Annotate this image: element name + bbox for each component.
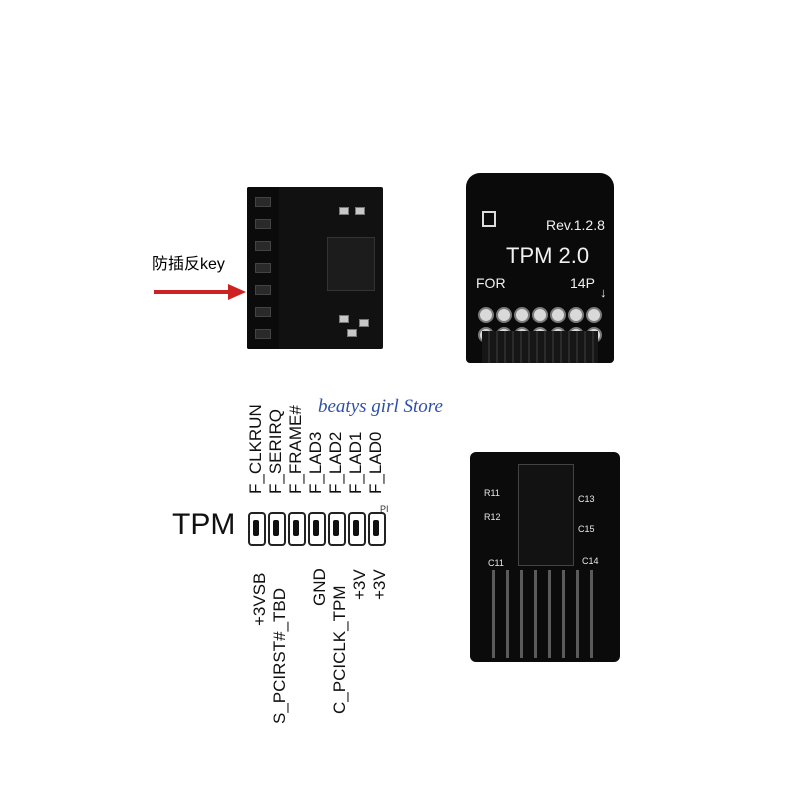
- component-label: R12: [484, 512, 501, 522]
- pin-header-cell: [248, 512, 266, 546]
- signal-label-top: F_CLKRUN: [246, 404, 265, 494]
- module-title: TPM 2.0: [506, 243, 590, 268]
- pin-pad: [550, 307, 566, 323]
- component-label: C11: [488, 558, 504, 568]
- header-pins: [482, 331, 598, 363]
- pin-count-label: 14P: [570, 275, 595, 291]
- pin-pad: [568, 307, 584, 323]
- signal-label-bottom: +3V: [370, 569, 389, 600]
- pin1-arrow-icon: ↓: [600, 285, 607, 300]
- pin-hole: [293, 520, 299, 536]
- signal-label-top: F_FRAME#: [286, 405, 305, 494]
- signal-label-bottom: C_PCICLK_TPM: [330, 585, 349, 714]
- signal-label-bottom: GND: [310, 568, 329, 606]
- header-slot: [255, 219, 271, 229]
- tpm-module-back-photo: R11 R12 C11 C13 C15 C14: [470, 452, 620, 662]
- pin-pad: [478, 307, 494, 323]
- pin1-marker: PI: [380, 504, 389, 514]
- pin-pad: [532, 307, 548, 323]
- pin-header-cell: [348, 512, 366, 546]
- signal-label-bottom: S_PCIRST#_TBD: [270, 587, 289, 724]
- smd-component: [359, 319, 369, 327]
- signal-label-bottom: +3V: [350, 569, 369, 600]
- pcb-trace: [562, 570, 565, 658]
- pin-hole: [253, 520, 259, 536]
- store-watermark: beatys girl Store: [318, 396, 443, 417]
- header-socket: [247, 187, 279, 349]
- pcb-trace: [520, 570, 523, 658]
- pin-hole: [273, 520, 279, 536]
- pcb-trace: [506, 570, 509, 658]
- component-label: C13: [578, 494, 595, 504]
- tpm-module-side-photo: [247, 187, 383, 349]
- anti-reverse-key-label: 防插反key: [152, 256, 225, 273]
- header-slot: [255, 285, 271, 295]
- pin-hole: [353, 520, 359, 536]
- connector-label: TPM: [172, 508, 236, 541]
- tpm-chip: [327, 237, 375, 291]
- header-slot: [255, 329, 271, 339]
- pin-header-cell: [288, 512, 306, 546]
- pcb-trace: [548, 570, 551, 658]
- tpm-module-front-photo: Rev.1.2.8 TPM 2.0 FOR 14P ↓: [466, 173, 614, 363]
- pin-header-cell: [268, 512, 286, 546]
- signal-label-top: F_LAD2: [326, 431, 345, 494]
- pin-header-cell: [308, 512, 326, 546]
- pcb-trace: [590, 570, 593, 658]
- revision-label: Rev.1.2.8: [546, 217, 605, 233]
- pin-pad: [586, 307, 602, 323]
- component-label: C15: [578, 524, 595, 534]
- solder-pad: [482, 211, 496, 227]
- pin-header-cell: [328, 512, 346, 546]
- pin-header-cell: [368, 512, 386, 546]
- signal-label-top: F_LAD3: [306, 431, 325, 494]
- smd-component: [339, 315, 349, 323]
- header-slot: [255, 307, 271, 317]
- pcb-trace: [576, 570, 579, 658]
- component-label: C14: [582, 556, 599, 566]
- signal-label-top: F_LAD1: [346, 431, 365, 494]
- component-label: R11: [484, 488, 500, 498]
- pin-pad: [514, 307, 530, 323]
- pin-hole: [333, 520, 339, 536]
- pcb-trace: [492, 570, 495, 658]
- signal-label-top: F_LAD0: [366, 431, 385, 494]
- signal-label-top: F_SERIRQ: [266, 408, 285, 494]
- for-label: FOR: [476, 275, 506, 291]
- pin-pad: [496, 307, 512, 323]
- red-arrow-icon: [154, 284, 246, 300]
- header-slot: [255, 263, 271, 273]
- pin-hole: [373, 520, 379, 536]
- smd-component: [347, 329, 357, 337]
- header-slot: [255, 197, 271, 207]
- header-slot: [255, 241, 271, 251]
- smd-component: [355, 207, 365, 215]
- tpm-chip-back: [518, 464, 574, 566]
- pin-hole: [313, 520, 319, 536]
- signal-label-bottom: +3VSB: [250, 572, 269, 626]
- smd-component: [339, 207, 349, 215]
- pcb-trace: [534, 570, 537, 658]
